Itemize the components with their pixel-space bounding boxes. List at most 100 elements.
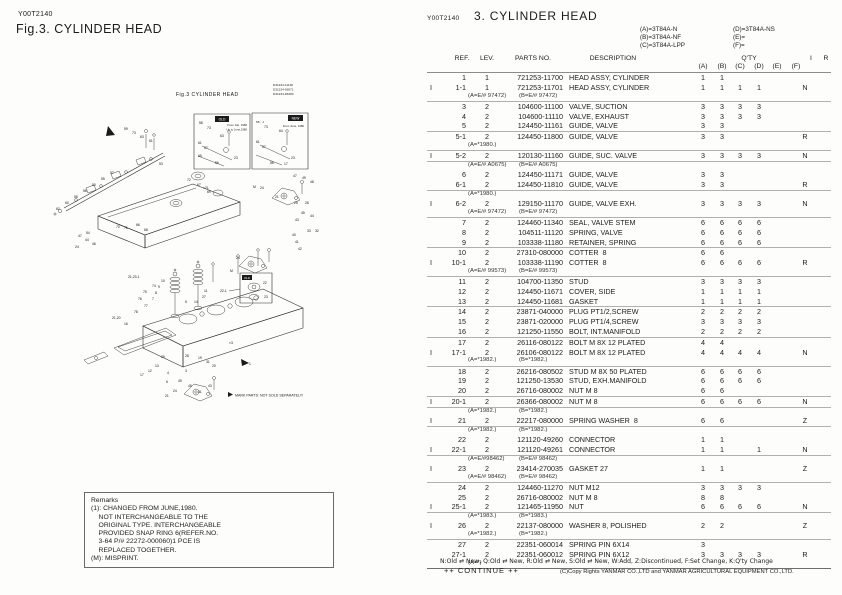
callout-label: 44 (85, 238, 89, 242)
rocker-arm-cluster (238, 248, 271, 274)
callout-label: 46 (92, 242, 96, 246)
cylinder-head-exploded-diagram: Fig.3 CYLINDER HEAD D31234-11130D31234-9… (53, 83, 319, 402)
cell: 3 (701, 111, 705, 121)
callout-label: 59 (124, 127, 128, 131)
cell: 22217-080000 (516, 416, 563, 426)
callout-label: 45 (301, 211, 305, 215)
cell: 2 (485, 277, 489, 287)
model-code: (F)= (733, 42, 745, 49)
cell: 121120-49261 (517, 444, 563, 454)
header-col-b: (B) (717, 63, 727, 70)
callout-label: 64 (279, 129, 283, 133)
cell: (B=*1982.) (519, 357, 548, 364)
cell: 6 (757, 376, 761, 386)
cell: 3 (757, 198, 761, 208)
header-col-c: (C) (735, 63, 745, 70)
callout-label: 48 (310, 180, 314, 184)
cell: 6 (720, 502, 724, 512)
cell: 6 (757, 217, 761, 227)
cell: 15 (458, 317, 466, 327)
note-arrow (228, 392, 233, 397)
cell: CONNECTOR (569, 435, 616, 444)
cell: NUT M 8 (569, 386, 598, 396)
cell: 3 (738, 151, 742, 161)
cell: 1 (701, 73, 705, 82)
cell: 9 (462, 237, 466, 247)
head-gasket (113, 327, 177, 356)
cell: 3 (701, 151, 705, 161)
cell: CONNECTOR (569, 444, 616, 454)
callout-label: 73 (207, 126, 211, 130)
cell: 1 (720, 444, 724, 454)
callout-label: 16 (124, 322, 128, 326)
header-qty: Q'TY (741, 55, 757, 62)
callout-label: 69 (207, 190, 211, 194)
cell: 1 (738, 296, 742, 306)
callout-label: M (230, 269, 233, 273)
cell: 17 (458, 337, 466, 347)
callout-label: 76 (138, 297, 142, 301)
table-note-row: (A=*1982.)(B=*1982.) (427, 531, 831, 541)
cell: 2 (720, 307, 724, 317)
cell: 3 (757, 151, 761, 161)
model-legend-col1: (A)=3T84A-N(B)=3T84A-NF(C)=3T84A-LPP (640, 26, 685, 50)
cell: 2 (485, 337, 489, 347)
callout-label: 33 (307, 229, 311, 233)
cell: HEAD ASSY, CYLINDER (569, 82, 650, 92)
cell: 8 (462, 227, 466, 237)
callout-label: 67 (197, 183, 201, 187)
cell: 19 (458, 376, 466, 386)
cell: 6 (720, 217, 724, 227)
pointer-arrow (106, 126, 115, 136)
cell: 1 (485, 73, 489, 82)
cell: 124450-11161 (517, 121, 563, 131)
diagram-footnote: MARK PARTS: NOT SOLD SEPARATELY! (235, 394, 303, 398)
cell: (A=E/# 97472) (468, 92, 507, 99)
remarks-line: NOT INTERCHANGEABLE TO THE (91, 513, 208, 521)
header-r: R (823, 55, 829, 62)
callout-label: 45 (188, 384, 192, 388)
cell: Z (802, 463, 808, 473)
cell: 6 (701, 502, 705, 512)
cell: NUT M12 (569, 482, 600, 492)
cell: (B=E/# 98462) (519, 473, 558, 480)
cell: 6 (738, 217, 742, 227)
table-note-row: (A=E/# 99573)(B=E/# 99573) (427, 268, 831, 278)
cell: I (430, 416, 432, 426)
callout-label: 11 (204, 289, 208, 293)
callout-label: 56 (83, 189, 87, 193)
cell: 3 (701, 121, 705, 131)
cell: 6 (701, 366, 705, 376)
cell: HEAD ASSY, CYLINDER (569, 73, 650, 82)
model-code: (E)= (733, 34, 746, 41)
cell: 2 (757, 327, 761, 337)
callout-label: 56 (270, 161, 274, 165)
cell: 721253-11701 (517, 82, 563, 92)
cell: 3 (701, 198, 705, 208)
rocker-arm-cluster (271, 180, 304, 206)
cell: 103338-11190 (517, 258, 563, 268)
cell: 6 (738, 376, 742, 386)
remarks-line: REPLACED TOGETHER. (91, 546, 177, 554)
cell: 11 (458, 277, 466, 287)
remarks-line: ORIGINAL TYPE. INTERCHANGEABLE (91, 521, 221, 529)
cell: 6 (701, 397, 705, 407)
header-i: I (810, 55, 812, 62)
cell: 18 (458, 366, 466, 376)
cell: NUT M 8 (569, 492, 598, 502)
cell: 4 (720, 337, 724, 347)
